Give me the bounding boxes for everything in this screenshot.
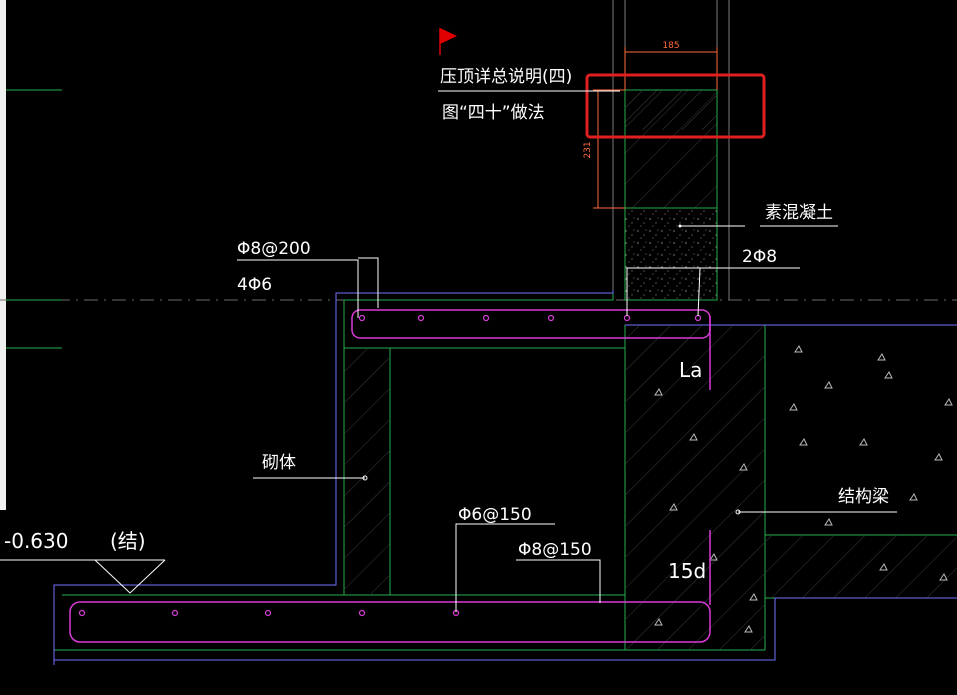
label-plain-concrete[interactable]: 素混凝土 [765,203,833,223]
plain-concrete-block [624,207,718,301]
label-anchor-la[interactable]: La [679,358,702,382]
label-anchor-15d[interactable]: 15d [668,559,706,583]
dim-width-185: 185 [662,41,679,51]
masonry-leader-dot [362,475,368,481]
structural-beam-hatch [625,325,765,650]
left-panel-edge [0,0,6,510]
label-elevation-tag[interactable]: (结) [110,529,146,553]
note-line-2[interactable]: 图“四十”做法 [442,103,545,123]
label-longbar-4phi6[interactable]: 4Φ6 [237,275,272,295]
top-rebar-dots [358,314,702,322]
leader-lines [237,225,897,612]
elevation-marker [0,559,166,594]
label-rebar-phi8-150[interactable]: Φ8@150 [518,540,592,560]
left-guide-lines [6,89,62,349]
blue-outline-lines [53,290,957,665]
slab-hatch [765,535,957,598]
bottom-rebar-loop [69,601,711,643]
red-flag-icon[interactable] [439,28,457,55]
bottom-rebar-dots [78,609,460,617]
red-highlight-box[interactable] [585,73,766,139]
label-masonry[interactable]: 砌体 [262,453,296,473]
concrete-aggregate-marks [654,345,953,633]
dimension-lines [593,47,718,209]
label-structural-beam[interactable]: 结构梁 [838,487,889,507]
beam-leader-dot [735,509,741,515]
coping-top-band [625,90,717,130]
concrete-leader-dot [678,224,682,228]
label-rebar-phi6-150[interactable]: Φ6@150 [458,505,532,525]
label-stirrup-phi8-200[interactable]: Φ8@200 [237,239,311,259]
column-guide-lines [612,0,730,300]
masonry-hatch [344,348,390,595]
label-rebar-2phi8[interactable]: 2Φ8 [742,247,777,267]
note-line-1[interactable]: 压顶详总说明(四) [440,67,572,87]
dim-height-231: 231 [583,141,593,158]
label-elevation[interactable]: -0.630 [4,529,68,553]
